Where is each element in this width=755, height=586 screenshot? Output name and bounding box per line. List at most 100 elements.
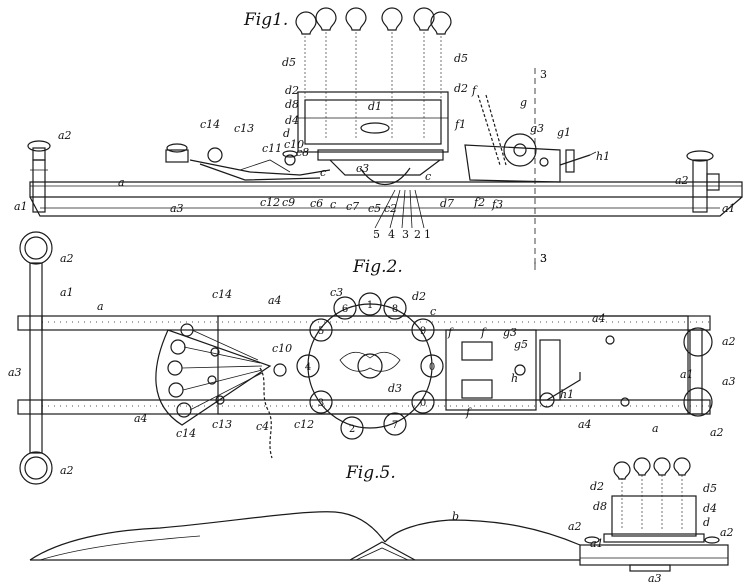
label: a — [652, 422, 659, 435]
plunger — [381, 7, 403, 140]
label: d2 — [285, 84, 299, 97]
label: d5 — [454, 52, 468, 65]
label: 3 — [540, 68, 547, 81]
dial-number: 0 — [420, 398, 426, 409]
fig2-title: Fig.2. — [352, 257, 403, 277]
label: d5 — [282, 56, 296, 69]
label: c13 — [212, 418, 232, 431]
label: d — [283, 127, 290, 140]
label: a4 — [592, 312, 606, 325]
dial-number: 1 — [367, 300, 373, 311]
label: c12 — [260, 196, 280, 209]
label: f — [447, 326, 454, 339]
fig1-left-post — [27, 140, 51, 213]
fig1-base — [29, 181, 743, 217]
label: f — [471, 84, 478, 97]
label: a — [118, 176, 125, 189]
label: 5 — [373, 228, 380, 241]
fig1-lever-mechanism — [165, 143, 331, 181]
label: g3 — [503, 326, 517, 339]
dial-number: 5 — [318, 326, 324, 337]
plunger — [413, 7, 435, 140]
label: g — [520, 96, 527, 109]
label: a2 — [60, 252, 74, 265]
fig2-right-feet — [683, 327, 713, 417]
label: c — [430, 305, 436, 318]
label: c12 — [294, 418, 314, 431]
label: d2 — [454, 82, 468, 95]
label: c2 — [384, 202, 397, 215]
label: a2 — [675, 174, 689, 187]
label: c — [330, 198, 336, 211]
label: c4 — [256, 420, 269, 433]
label: h1 — [560, 388, 574, 401]
label: c8 — [296, 146, 309, 159]
label: d2 — [590, 480, 604, 493]
label: c13 — [234, 122, 254, 135]
fig1-escapement — [464, 94, 597, 183]
label: a3 — [170, 202, 184, 215]
label: d8 — [593, 500, 607, 513]
fig2-rails — [41, 315, 711, 415]
label: a1 — [680, 368, 694, 381]
plunger — [430, 11, 452, 140]
label: a1 — [722, 202, 736, 215]
label: h — [511, 372, 518, 385]
fig2-escapement — [445, 329, 630, 411]
label: h1 — [596, 150, 610, 163]
label: d5 — [703, 482, 717, 495]
fig5-machine — [579, 457, 729, 572]
label: a4 — [134, 412, 148, 425]
label: 1 — [424, 228, 431, 241]
label: f — [480, 326, 487, 339]
plunger — [295, 11, 317, 140]
fig1-right-post — [686, 150, 720, 213]
fig1-spokes — [374, 68, 536, 265]
label: f2 — [473, 196, 485, 209]
label: d — [703, 516, 710, 529]
label: a4 — [268, 294, 282, 307]
label: d3 — [388, 382, 402, 395]
label: 2 — [414, 228, 421, 241]
label: c7 — [346, 200, 359, 213]
fig5: Fig.5. — [29, 457, 734, 585]
fig2: Fig.2. — [8, 231, 736, 485]
fig1: Fig1. — [14, 7, 743, 265]
label: a2 — [60, 464, 74, 477]
label: a3 — [648, 572, 662, 585]
label: a2 — [722, 335, 736, 348]
fig2-left-handle — [17, 231, 53, 485]
label: c5 — [368, 202, 381, 215]
label: c6 — [310, 197, 323, 210]
label: a2 — [568, 520, 582, 533]
dial-number: 0 — [429, 362, 435, 373]
label: a3 — [8, 366, 22, 379]
label: g1 — [557, 126, 571, 139]
label: d1 — [368, 100, 382, 113]
label: d8 — [285, 98, 299, 111]
label: a2 — [710, 426, 724, 439]
label: a2 — [58, 129, 72, 142]
label: c11 — [262, 142, 282, 155]
label: c10 — [284, 138, 304, 151]
fig5-title: Fig.5. — [345, 463, 396, 483]
label: d2 — [412, 290, 426, 303]
label: a3 — [722, 375, 736, 388]
label: c14 — [212, 288, 232, 301]
label: c9 — [282, 196, 295, 209]
label: c3 — [356, 162, 369, 175]
fig1-labels: d5 d5 d2 d2 d8 d4 d1 d c14 c13 c11 c10 c… — [14, 52, 736, 265]
label: d4 — [285, 114, 299, 127]
dial-number: 4 — [305, 362, 311, 373]
label: c10 — [272, 342, 292, 355]
label: c — [425, 170, 431, 183]
label: c14 — [176, 427, 196, 440]
label: f1 — [454, 118, 466, 131]
label: f3 — [491, 198, 503, 211]
label: g5 — [514, 338, 528, 351]
label: g3 — [530, 122, 544, 135]
dial-number: 3 — [318, 398, 324, 409]
label: a — [97, 300, 104, 313]
fig5-cover — [29, 511, 581, 561]
